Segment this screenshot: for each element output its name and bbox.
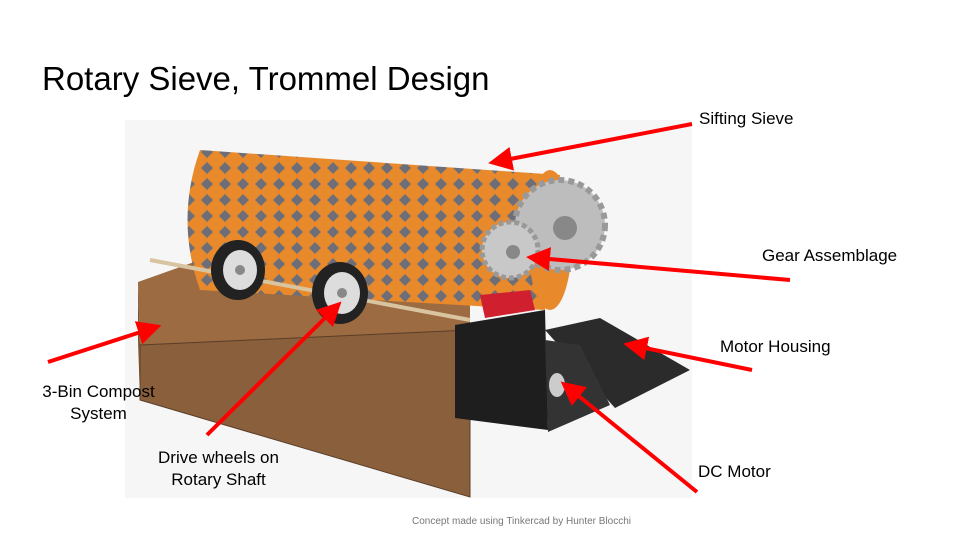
- drive-wheel: [312, 262, 368, 324]
- sifting-sieve: [187, 150, 560, 310]
- label-dc-motor: DC Motor: [698, 462, 771, 481]
- label-sifting-sieve: Sifting Sieve: [699, 109, 794, 128]
- arrow-housing: [623, 336, 753, 372]
- label-drive-wheels: Drive wheels on Rotary Shaft: [146, 447, 291, 491]
- caption: Concept made using Tinkercad by Hunter B…: [412, 516, 632, 527]
- label-line: System: [70, 404, 127, 423]
- arrow-sieve: [488, 122, 693, 171]
- arrow-gear: [526, 247, 791, 282]
- label-line: Drive wheels on: [158, 448, 279, 467]
- slide-title: Rotary Sieve, Trommel Design: [42, 60, 490, 97]
- coupler: [480, 290, 535, 318]
- label-gear-assemblage: Gear Assemblage: [762, 246, 898, 265]
- label-motor-housing: Motor Housing: [720, 337, 831, 356]
- motor-housing-side: [455, 310, 548, 430]
- drive-wheel: [211, 240, 265, 300]
- label-compost-system: 3-Bin Compost System: [36, 381, 161, 425]
- motor-housing-lid: [545, 318, 690, 408]
- arrow-wheels: [205, 301, 342, 437]
- label-line: Rotary Shaft: [171, 470, 266, 489]
- label-line: 3-Bin Compost: [42, 382, 155, 401]
- callout-arrows: [47, 122, 791, 494]
- arrow-compost: [47, 321, 162, 364]
- arrow-motor: [560, 381, 699, 494]
- dc-motor: [549, 373, 565, 397]
- rotary-shaft: [149, 258, 471, 322]
